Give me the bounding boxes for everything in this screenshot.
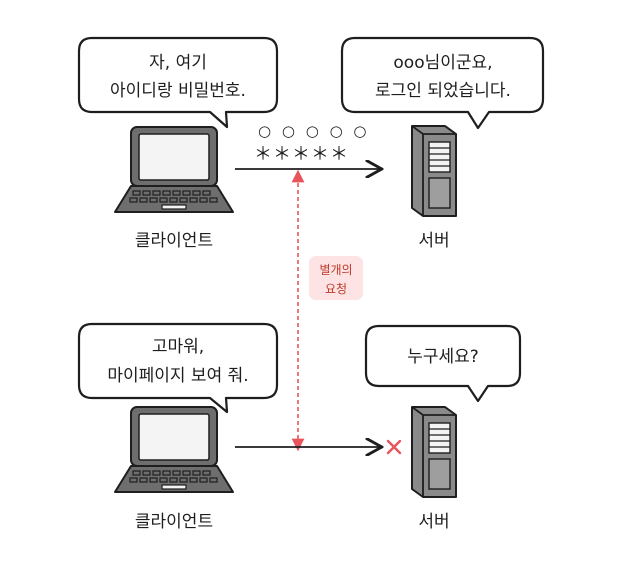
top-client-bubble-line-2: 아이디랑 비밀번호. (110, 81, 246, 101)
bottom-server-bubble-line-1: 누구세요? (407, 347, 479, 367)
top-client-label: 클라이언트 (135, 231, 213, 251)
bottom-server-bubble: 누구세요? (364, 324, 522, 403)
top-server-bubble-line-2: 로그인 되었습니다. (375, 81, 511, 101)
bottom-client-label: 클라이언트 (135, 512, 213, 532)
bottom-client-laptop-icon (114, 406, 234, 493)
id-symbols: ○ ○ ○ ○ ○ (258, 122, 370, 140)
separate-request-badge (309, 256, 363, 300)
top-server-bubble-line-1: ooo님이군요, (393, 53, 492, 73)
bottom-client-bubble: 고마워, 마이페이지 보여 줘. (77, 322, 279, 414)
bottom-client-bubble-line-1: 고마워, (152, 337, 204, 357)
bottom-server-icon (411, 406, 457, 498)
top-server-bubble: ooo님이군요, 로그인 되었습니다. (340, 36, 545, 130)
password-symbols: ＊＊＊＊＊ (254, 144, 349, 165)
top-client-bubble: 자, 여기 아이디랑 비밀번호. (77, 36, 279, 129)
separate-request-line-2: 요청 (325, 282, 347, 296)
bottom-server-label: 서버 (418, 512, 449, 532)
top-server-label: 서버 (418, 231, 449, 251)
top-client-laptop-icon (114, 126, 234, 213)
top-client-bubble-line-1: 자, 여기 (149, 53, 207, 73)
rejected-x-icon (386, 439, 402, 455)
bottom-client-bubble-line-2: 마이페이지 보여 줘. (107, 366, 248, 386)
separate-request-line-1: 별개의 (319, 263, 352, 277)
top-server-icon (411, 125, 457, 217)
